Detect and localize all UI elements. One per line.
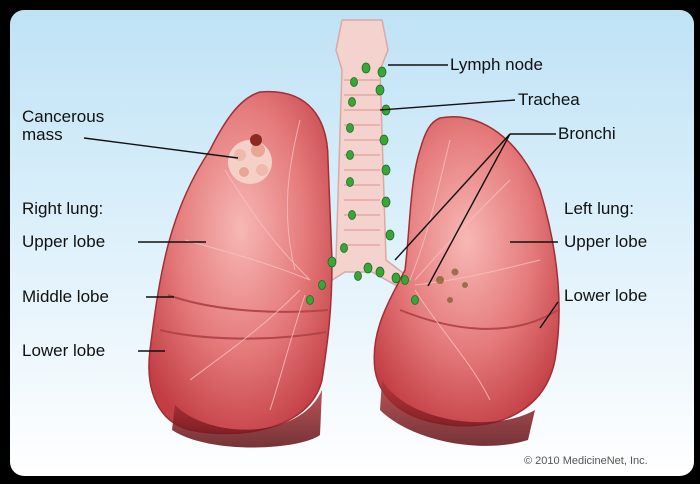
left-lower-lobe-label: Lower lobe — [564, 287, 647, 305]
bronchi-label: Bronchi — [558, 125, 616, 143]
copyright-text: © 2010 MedicineNet, Inc. — [524, 455, 648, 467]
right-middle-lobe-label: Middle lobe — [22, 288, 109, 306]
cancerous-mass-label-line2: mass — [22, 126, 63, 144]
right-upper-lobe-label: Upper lobe — [22, 233, 105, 251]
cancerous-mass-label-line1: Cancerous — [22, 108, 104, 126]
lymph-node-label: Lymph node — [450, 56, 543, 74]
trachea-pointer — [380, 100, 515, 110]
left-lung-heading: Left lung: — [564, 200, 634, 218]
diagram-panel: Lymph node Trachea Bronchi Cancerous mas… — [10, 10, 694, 476]
trachea-label: Trachea — [518, 91, 580, 109]
right-lung-heading: Right lung: — [22, 200, 103, 218]
right-lower-lobe-label: Lower lobe — [22, 342, 105, 360]
left-upper-lobe-label: Upper lobe — [564, 233, 647, 251]
